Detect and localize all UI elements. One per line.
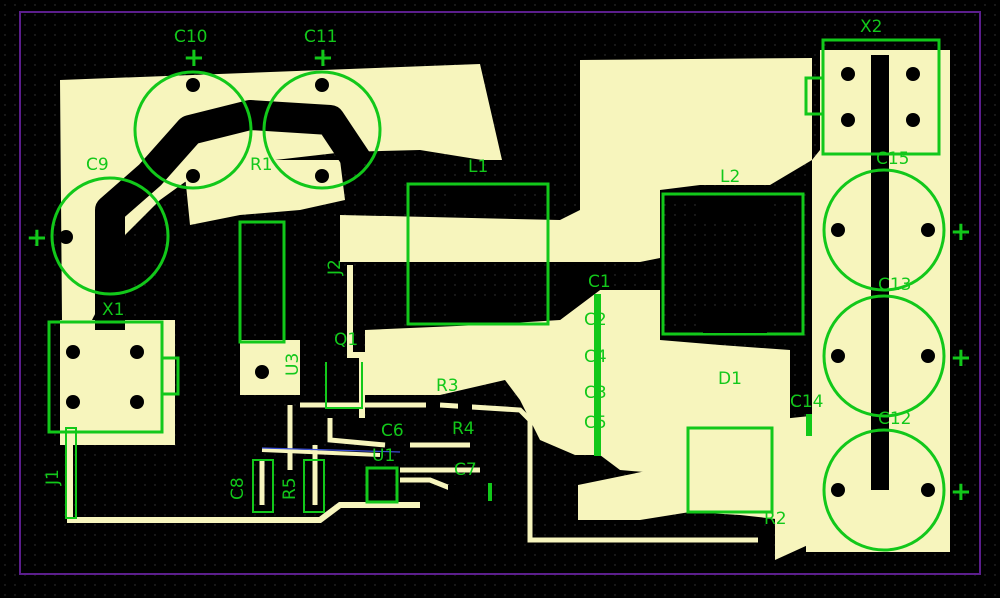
label-c11: C11 xyxy=(304,27,338,47)
label-c10: C10 xyxy=(174,27,208,47)
label-c13: C13 xyxy=(878,275,912,295)
label-l1: L1 xyxy=(468,157,488,177)
polarity-plus-c12: + xyxy=(950,477,972,507)
capacitor-c13: + C13 xyxy=(822,275,972,418)
resistor-r5: R5 xyxy=(280,459,325,513)
copper-pour-u3-tab xyxy=(240,340,300,395)
label-r3: R3 xyxy=(436,376,459,396)
polarity-plus-c9: + xyxy=(26,223,48,253)
label-c4: C4 xyxy=(584,347,607,367)
inductor-l2: L2 xyxy=(661,167,805,336)
label-c6: C6 xyxy=(381,421,404,441)
inductor-l1: L1 xyxy=(406,157,550,326)
label-c12: C12 xyxy=(878,409,912,429)
label-j1: J1 xyxy=(43,469,63,486)
polarity-plus-c11: + xyxy=(312,43,334,73)
capacitor-c7: C7 xyxy=(448,460,492,501)
copper-pour-top-right xyxy=(340,58,812,262)
connector-x2: X2 xyxy=(804,17,941,156)
label-c7: C7 xyxy=(454,460,477,480)
label-c5: C5 xyxy=(584,413,607,433)
label-c8: C8 xyxy=(228,477,248,500)
resistor-r4: R4 xyxy=(452,419,475,439)
ic-u1: U1 xyxy=(365,446,399,504)
label-r2: R2 xyxy=(764,509,787,529)
label-j2: J2 xyxy=(325,259,345,276)
resistor-r3: R3 xyxy=(426,376,472,414)
polarity-plus-c10: + xyxy=(183,43,205,73)
label-u3: U3 xyxy=(283,353,303,376)
label-c14: C14 xyxy=(790,392,824,412)
regulator-u3: U3 xyxy=(255,353,303,379)
resistor-r1: R1 xyxy=(238,155,286,344)
polarity-plus-c13: + xyxy=(950,343,972,373)
copper-pour-mid-block xyxy=(185,160,345,225)
ratsnest-line xyxy=(261,447,401,453)
label-c9: C9 xyxy=(86,155,109,175)
capacitor-strip-c1-c5: C1 C2 C4 C3 C5 xyxy=(584,272,611,456)
jumper-j1: J1 xyxy=(43,427,77,519)
label-x1: X1 xyxy=(102,300,124,320)
label-x2: X2 xyxy=(860,17,882,37)
transistor-q1: Q1 xyxy=(325,330,363,409)
resistor-r2: R2 xyxy=(758,509,787,548)
capacitor-c6: C6 xyxy=(350,421,404,441)
connector-x1: X1 xyxy=(47,300,180,434)
capacitor-c8: C8 xyxy=(228,459,274,513)
label-c2: C2 xyxy=(584,310,607,330)
label-c1: C1 xyxy=(588,272,611,292)
copper-pour-center xyxy=(365,290,790,475)
copper-pour-top-left xyxy=(60,64,502,320)
label-r5: R5 xyxy=(280,477,300,500)
capacitor-c11: + C11 xyxy=(262,27,382,190)
isolation-gap-center xyxy=(560,262,600,320)
polarity-plus-c15: + xyxy=(950,217,972,247)
capacitor-c9: + C9 xyxy=(26,155,170,296)
copper-pour-bottom xyxy=(578,452,790,520)
label-l2: L2 xyxy=(720,167,740,187)
isolation-channel-c9-c10 xyxy=(95,100,373,330)
label-c3: C3 xyxy=(584,383,607,403)
capacitor-c10: + C10 xyxy=(133,27,253,190)
label-c15: C15 xyxy=(876,149,910,169)
label-d1: D1 xyxy=(718,369,742,389)
board-outline xyxy=(19,11,981,575)
capacitor-c12: + C12 xyxy=(822,409,972,552)
label-r4: R4 xyxy=(452,419,475,439)
copper-pour-left-bottom xyxy=(60,320,175,445)
jumper-j2: J2 xyxy=(325,259,345,276)
capacitor-c14: C14 xyxy=(790,392,824,436)
label-q1: Q1 xyxy=(334,330,358,350)
capacitor-c15: + C15 xyxy=(822,149,972,292)
diode-d1: D1 xyxy=(686,369,774,514)
label-u1: U1 xyxy=(372,446,395,466)
label-r1: R1 xyxy=(250,155,273,175)
